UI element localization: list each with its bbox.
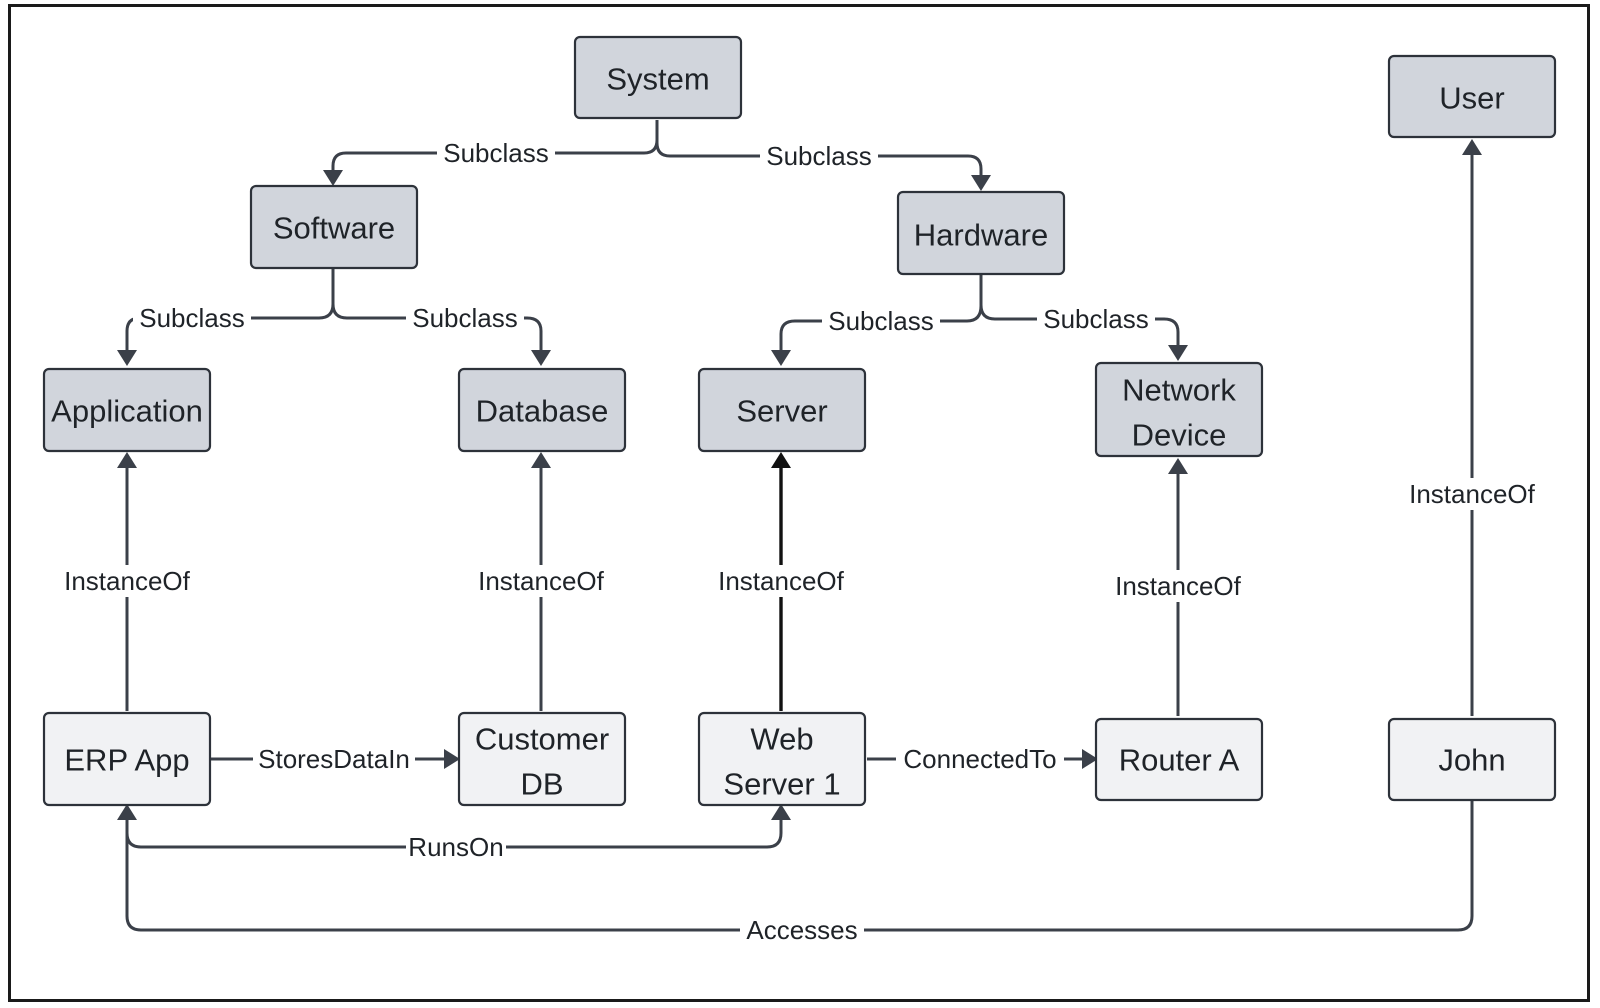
edge-erp-instanceof: InstanceOf — [54, 452, 200, 711]
edge-label-instanceof: InstanceOf — [718, 566, 845, 596]
node-web-server-1[interactable]: Web Server 1 — [697, 711, 867, 807]
node-database[interactable]: Database — [457, 367, 627, 453]
node-label: Server 1 — [723, 767, 840, 802]
node-system[interactable]: System — [573, 35, 743, 120]
edge-label-connectedto: ConnectedTo — [903, 744, 1056, 774]
edge-label-instanceof: InstanceOf — [478, 566, 605, 596]
edge-hardware-network: Subclass — [979, 275, 1188, 361]
edge-system-software: Subclass — [323, 120, 659, 186]
edge-label-subclass: Subclass — [1043, 304, 1149, 334]
node-label: Network — [1122, 373, 1236, 408]
node-user[interactable]: User — [1387, 54, 1557, 139]
edge-connected-to: ConnectedTo — [867, 744, 1098, 774]
node-label: Customer — [475, 722, 609, 757]
node-label: Server — [736, 394, 827, 429]
node-router-a[interactable]: Router A — [1094, 717, 1264, 802]
node-erp-app[interactable]: ERP App — [42, 711, 212, 807]
edge-label-runson: RunsOn — [408, 832, 503, 862]
node-label: Device — [1132, 418, 1227, 453]
node-customer-db[interactable]: Customer DB — [457, 711, 627, 807]
node-network-device[interactable]: Network Device — [1094, 361, 1264, 458]
edge-software-database: Subclass — [331, 269, 551, 366]
edge-stores-data-in: StoresDataIn — [211, 744, 460, 774]
node-software[interactable]: Software — [249, 184, 419, 270]
edge-label-subclass: Subclass — [139, 303, 245, 333]
edge-label-subclass: Subclass — [828, 306, 934, 336]
node-label: Hardware — [914, 218, 1048, 253]
edge-label-accesses: Accesses — [746, 915, 857, 945]
node-label: Application — [51, 394, 203, 429]
edge-label-instanceof: InstanceOf — [1409, 479, 1536, 509]
node-label: Software — [273, 211, 395, 246]
node-label: DB — [520, 767, 563, 802]
edge-label-subclass: Subclass — [412, 303, 518, 333]
edge-label-storesdatain: StoresDataIn — [258, 744, 410, 774]
node-label: Database — [476, 394, 609, 429]
node-server[interactable]: Server — [697, 367, 867, 453]
edge-runs-on: RunsOn — [117, 804, 791, 862]
edge-label-subclass: Subclass — [766, 141, 872, 171]
edge-label-instanceof: InstanceOf — [1115, 571, 1242, 601]
node-hardware[interactable]: Hardware — [896, 190, 1066, 276]
edge-john-instanceof: InstanceOf — [1399, 139, 1545, 716]
node-application[interactable]: Application — [42, 367, 212, 453]
edge-software-application: Subclass — [117, 269, 335, 366]
node-john[interactable]: John — [1387, 717, 1557, 802]
node-label: User — [1439, 81, 1504, 116]
edge-customerdb-instanceof: InstanceOf — [468, 452, 614, 711]
node-label: ERP App — [64, 743, 189, 778]
edge-accesses: Accesses — [125, 801, 1474, 945]
edge-system-hardware: Subclass — [655, 120, 991, 191]
node-label: John — [1438, 743, 1505, 778]
node-label: Router A — [1119, 743, 1240, 778]
edge-webserver-instanceof: InstanceOf — [708, 452, 854, 711]
edge-label-instanceof: InstanceOf — [64, 566, 191, 596]
edge-label-subclass: Subclass — [443, 138, 549, 168]
node-label: System — [606, 62, 709, 97]
edge-hardware-server: Subclass — [771, 275, 983, 366]
node-label: Web — [750, 722, 813, 757]
edge-router-instanceof: InstanceOf — [1105, 458, 1251, 716]
